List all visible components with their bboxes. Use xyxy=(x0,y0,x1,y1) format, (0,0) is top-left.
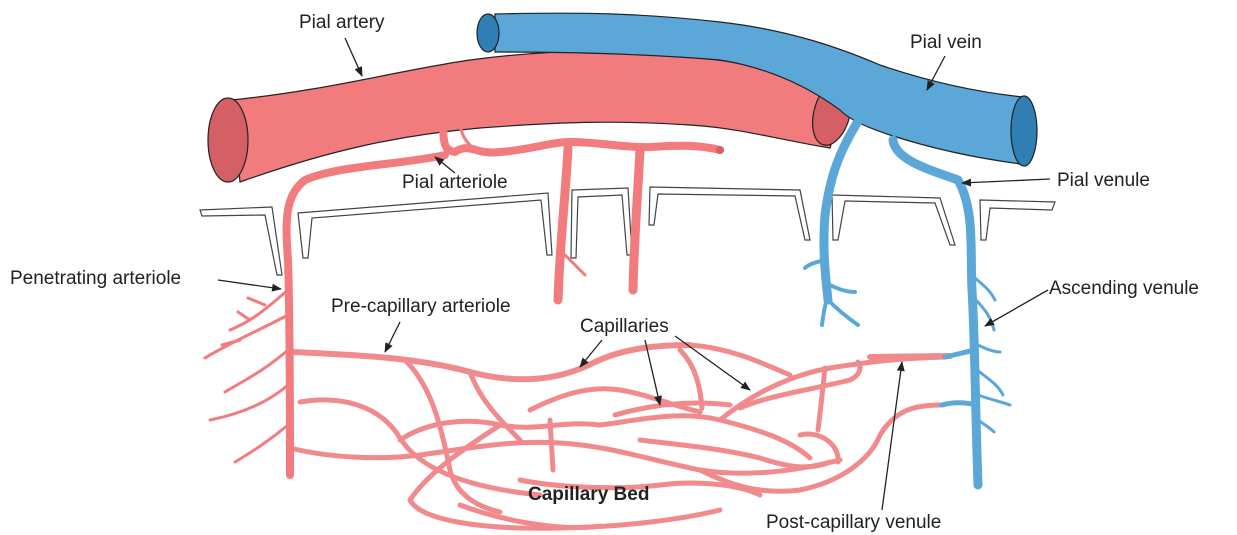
label-capillary-bed: Capillary Bed xyxy=(528,484,649,505)
arteriole-branch xyxy=(225,350,288,392)
label-pial-artery: Pial artery xyxy=(299,12,385,33)
arteriole-branch xyxy=(235,425,288,462)
arteriole-tip xyxy=(716,146,724,154)
arrow-icon xyxy=(962,179,1050,183)
precapillary-arteriole-vessel xyxy=(292,345,690,379)
capillary-vessel xyxy=(690,345,790,375)
arrow-icon xyxy=(218,280,281,289)
arrow-icon xyxy=(345,38,362,76)
arrow-icon xyxy=(882,362,902,510)
arrow-icon xyxy=(985,290,1048,326)
surface-segment xyxy=(298,193,552,258)
ascending-venule-vessel xyxy=(893,140,978,485)
capillary-vessel xyxy=(550,420,553,470)
venule-branch xyxy=(942,403,976,405)
venule-branch xyxy=(975,278,995,300)
arrow-icon xyxy=(435,157,455,173)
capillary-vessel xyxy=(800,434,838,462)
venule-branch xyxy=(978,395,1010,405)
venules xyxy=(805,118,1010,485)
descending-arteriole xyxy=(633,150,640,290)
surface-segment xyxy=(200,207,282,275)
venule-branch xyxy=(830,285,855,292)
venule-branch xyxy=(977,370,1003,395)
postcapillary-venule-vessel xyxy=(870,356,950,357)
label-penetrating-arteriole: Penetrating arteriole xyxy=(10,268,181,289)
label-pial-arteriole: Pial arteriole xyxy=(402,172,508,193)
venule-branch xyxy=(978,345,1000,352)
capillary-vessel xyxy=(600,416,810,458)
capillary-vessel xyxy=(818,368,825,430)
pial-artery-body xyxy=(232,52,848,183)
pial-vein-end-left xyxy=(477,14,499,52)
label-capillaries: Capillaries xyxy=(580,316,669,337)
label-postcapillary-venule: Post-capillary venule xyxy=(766,512,941,533)
arteriole-branch xyxy=(230,290,288,330)
label-precapillary-arteriole: Pre-capillary arteriole xyxy=(331,296,511,317)
venule-branch xyxy=(828,300,858,325)
descending-arteriole xyxy=(558,148,568,300)
capillary-vessel xyxy=(740,362,860,408)
capillary-vessel xyxy=(300,400,540,495)
capillary-vessel xyxy=(680,350,702,408)
capillary-vessel xyxy=(530,389,700,412)
surface-segment xyxy=(980,200,1055,240)
pial-artery xyxy=(208,52,858,183)
pial-vein-end-right xyxy=(1011,96,1037,166)
capillary-vessel xyxy=(615,403,730,415)
pial-artery-end-left xyxy=(208,98,248,182)
label-pial-vein: Pial vein xyxy=(910,32,982,53)
brain-surface-outline xyxy=(200,187,1055,275)
label-ascending-venule: Ascending venule xyxy=(1049,278,1199,299)
pial-arteriole xyxy=(442,118,720,300)
surface-segment xyxy=(832,195,955,245)
label-pial-venule: Pial venule xyxy=(1057,170,1150,191)
arteriole-branch xyxy=(210,385,288,420)
arrow-icon xyxy=(385,322,400,352)
surface-segment xyxy=(649,187,810,240)
surface-segment xyxy=(571,188,632,258)
arrow-icon xyxy=(675,336,750,390)
